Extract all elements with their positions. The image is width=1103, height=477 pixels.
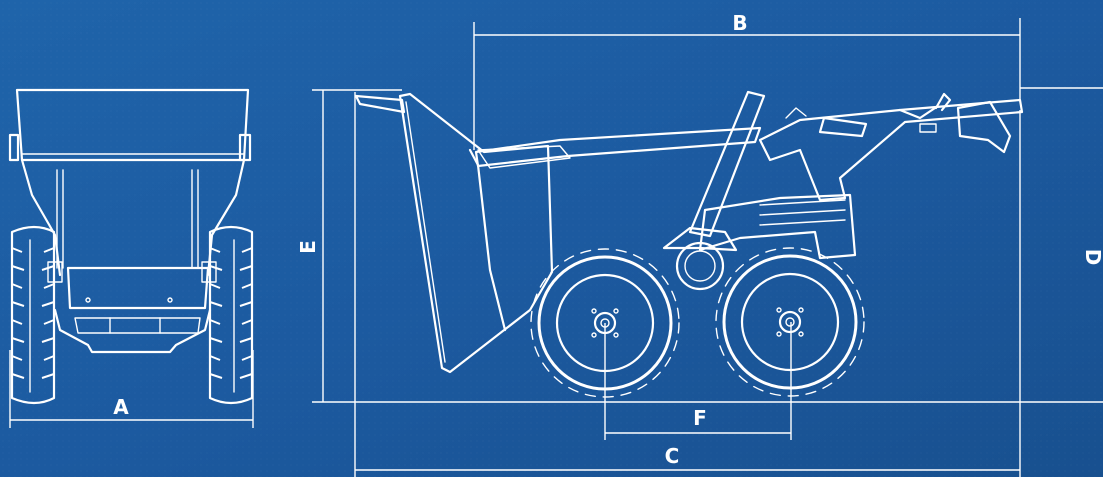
label-f: F <box>693 406 707 430</box>
dimension-e <box>312 89 1103 403</box>
dimension-c <box>354 92 1021 477</box>
label-d: D <box>1081 249 1103 266</box>
dimension-a <box>9 350 254 428</box>
label-e: E <box>296 240 320 254</box>
dimension-b <box>473 18 1021 150</box>
label-a: A <box>113 395 129 419</box>
label-b: B <box>732 11 747 35</box>
label-c: C <box>665 444 680 468</box>
dimension-f <box>604 322 792 440</box>
front-view <box>8 88 254 405</box>
